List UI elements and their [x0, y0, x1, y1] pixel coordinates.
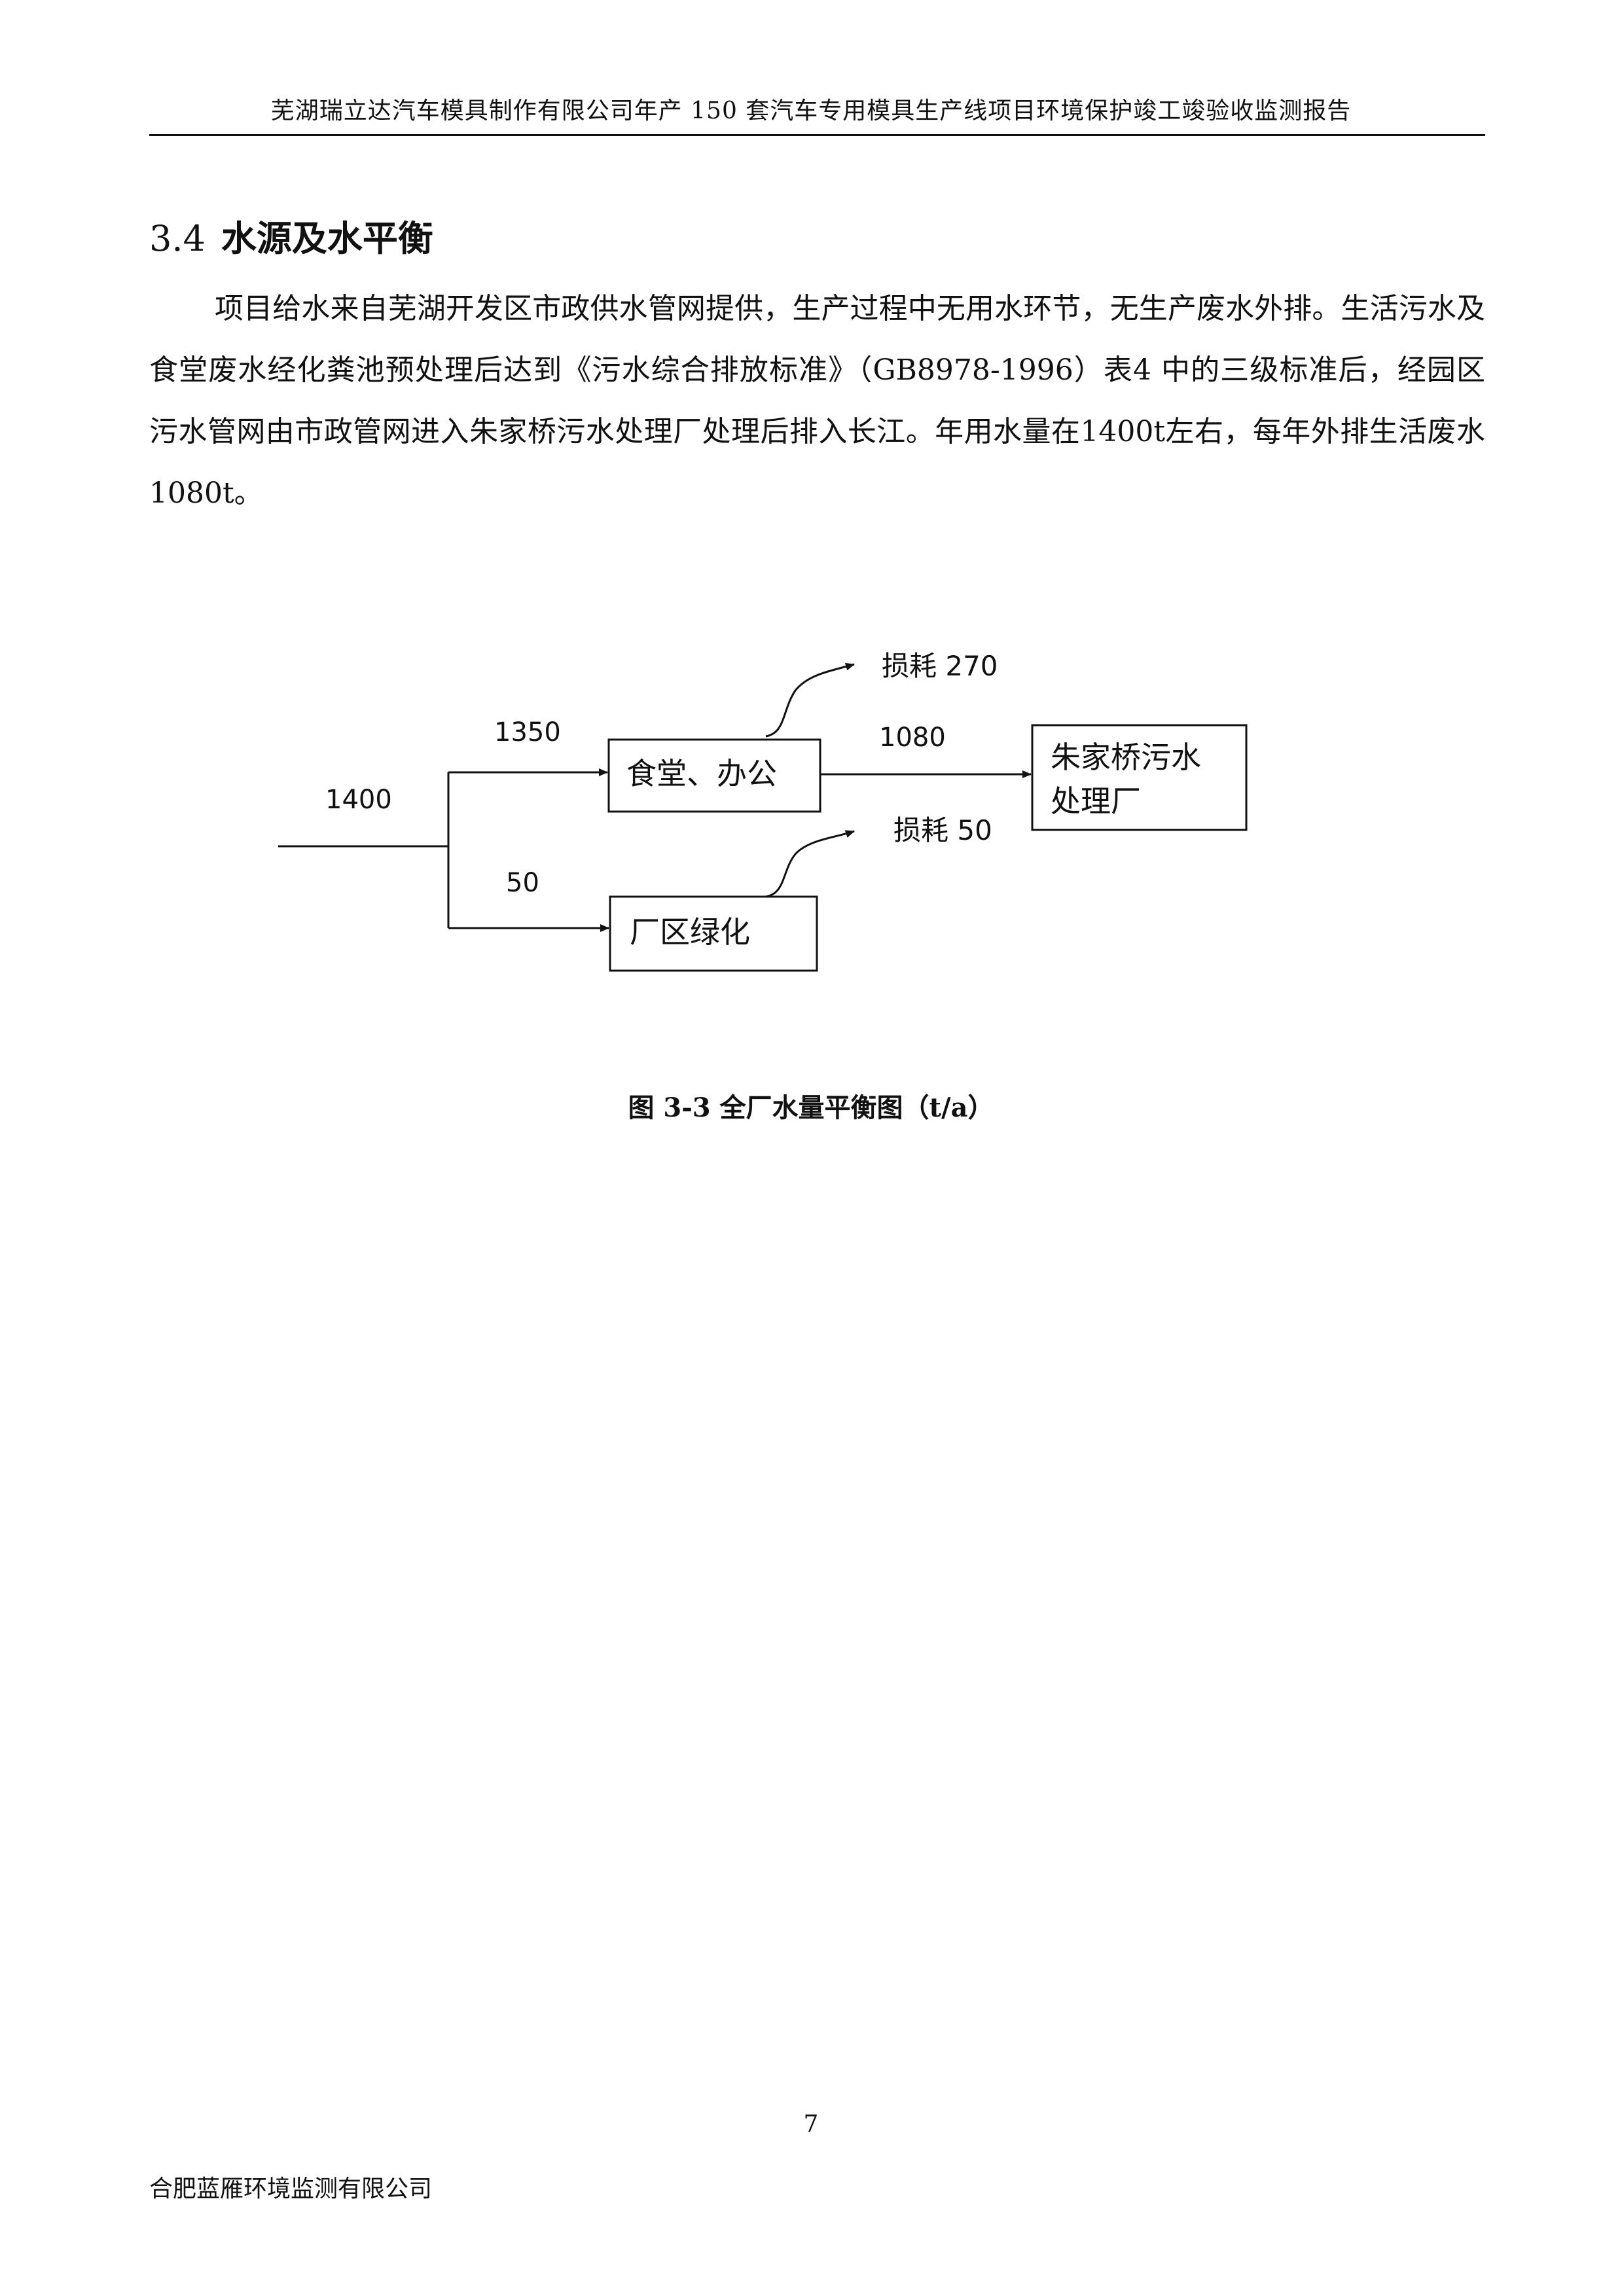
sewage-plant-label-line2: 处理厂: [1051, 783, 1141, 819]
footer-company: 合肥蓝雁环境监测有限公司: [149, 2176, 433, 2202]
input-flow-label: 1400: [325, 785, 392, 815]
greening-box: [609, 895, 818, 972]
page-header: 芜湖瑞立达汽车模具制作有限公司年产 150 套汽车专用模具生产线项目环境保护竣工…: [270, 98, 1352, 124]
loss-arrow-top: [765, 662, 855, 738]
canteen-office-label: 食堂、办公: [626, 756, 777, 791]
canteen-office-box: [607, 738, 821, 813]
discharge-flow-label: 1080: [879, 723, 946, 753]
header-divider: [149, 134, 1485, 136]
branch-top-flow-label: 1350: [494, 717, 561, 747]
loss-bottom-label: 损耗 50: [893, 814, 992, 846]
body-paragraph: 项目给水来自芜湖开发区市政供水管网提供，生产过程中无用水环节，无生产废水外排。生…: [149, 292, 1485, 510]
section-heading: 3.4 水源及水平衡: [149, 209, 433, 261]
loss-top-label: 损耗 270: [882, 650, 998, 682]
water-balance-diagram: 1400 1350 50 1080 食堂、办公 厂区绿化 朱家桥污水 处理厂 损…: [278, 650, 1248, 972]
loss-arrow-bottom: [765, 830, 855, 898]
greening-label: 厂区绿化: [630, 914, 750, 950]
branch-bottom-flow-label: 50: [506, 868, 539, 898]
figure-caption: 图 3-3 全厂水量平衡图（t/a）: [628, 1092, 994, 1123]
sewage-plant-label-line1: 朱家桥污水: [1051, 740, 1201, 775]
page-number: 7: [803, 2111, 819, 2138]
sewage-plant-box: [1031, 724, 1248, 831]
section-title: 水源及水平衡: [221, 218, 433, 259]
section-number: 3.4: [149, 218, 206, 259]
